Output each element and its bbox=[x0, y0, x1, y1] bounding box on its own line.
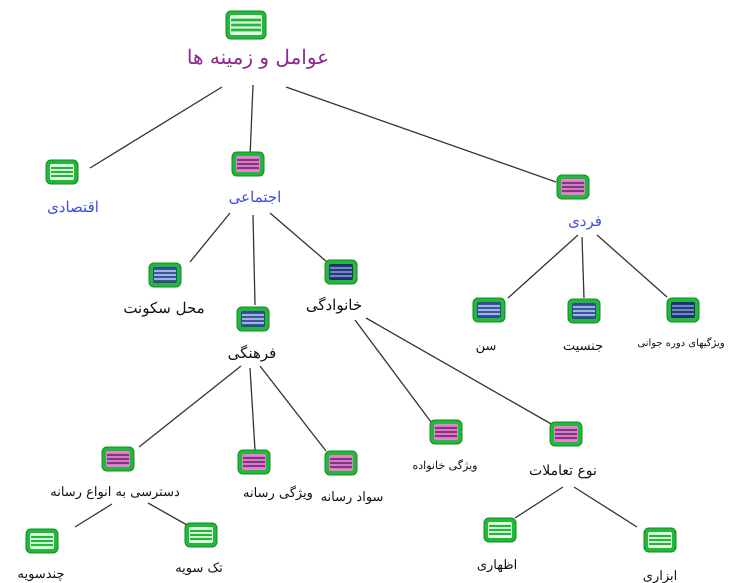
node-box-pink-icon bbox=[101, 446, 135, 472]
node-label-n-mahal: محل سکونت bbox=[123, 299, 204, 317]
edge-root-to-n-eqtesadi bbox=[89, 86, 223, 169]
node-label-root: عوامل و زمینه ها bbox=[187, 45, 329, 69]
edge-n-ejtemaei-to-n-khanevadegi bbox=[269, 212, 328, 263]
edge-n-dastrasi-to-n-chandsooye bbox=[74, 503, 113, 528]
edge-n-fardi-to-n-javani bbox=[596, 234, 668, 298]
node-label-n-ezhari: اظهاری bbox=[477, 558, 517, 573]
node-box-navy-icon bbox=[148, 262, 182, 288]
node-box-pink-icon bbox=[549, 421, 583, 447]
node-label-n-savad: سواد رسانه bbox=[321, 490, 384, 505]
edge-n-fardi-to-n-jensiat bbox=[581, 236, 585, 299]
node-box-dark-navy-icon bbox=[324, 259, 358, 285]
node-box-pink-icon bbox=[237, 449, 271, 475]
node-box-pink-icon bbox=[324, 450, 358, 476]
edge-root-to-n-ejtemaei bbox=[249, 84, 254, 158]
edge-n-farhangi-to-n-dastrasi bbox=[138, 365, 242, 448]
node-box-green-icon bbox=[643, 527, 677, 553]
node-box-dark-navy-icon bbox=[666, 297, 700, 323]
edge-n-tamolat-to-n-ezhari bbox=[514, 486, 564, 519]
node-box-pink-icon bbox=[429, 419, 463, 445]
edge-n-tamolat-to-n-abzari bbox=[573, 486, 638, 528]
node-label-n-ejtemaei: اجتماعی bbox=[229, 188, 282, 206]
node-label-n-khanevadegi: خانوادگی bbox=[306, 296, 362, 314]
node-label-n-taksooye: تک سویه bbox=[175, 561, 223, 576]
node-label-n-sen: سن bbox=[476, 339, 497, 354]
node-label-n-tamolat: نوع تعاملات bbox=[529, 463, 597, 479]
node-box-green-icon bbox=[45, 159, 79, 185]
node-label-n-jensiat: جنسیت bbox=[563, 339, 603, 354]
labels-layer: عوامل و زمینه ها اقتصادی اجتماعی فردی محل سک… bbox=[18, 45, 725, 583]
node-box-navy-icon bbox=[472, 297, 506, 323]
node-label-n-chandsooye: چندسویه bbox=[18, 567, 65, 582]
boxes-layer bbox=[25, 10, 700, 554]
node-label-n-abzari: ابزاری bbox=[643, 569, 677, 583]
node-box-green-icon bbox=[184, 522, 218, 548]
node-label-n-vijegi-khanevade: ویژگی خانواده bbox=[413, 459, 478, 472]
node-box-pink-icon bbox=[231, 151, 265, 177]
edge-n-khanevadegi-to-n-vijegi-khanevade bbox=[354, 319, 432, 423]
edge-n-farhangi-to-n-vijegi-resane bbox=[249, 367, 256, 451]
edge-n-farhangi-to-n-savad bbox=[259, 365, 327, 452]
edge-root-to-n-fardi bbox=[285, 86, 557, 183]
edge-n-ejtemaei-to-n-farhangi bbox=[252, 214, 256, 306]
node-box-pink-icon bbox=[556, 174, 590, 200]
node-label-n-javani: ویژگیهای دوره جوانی bbox=[637, 337, 725, 349]
node-label-n-dastrasi: دسترسی به انواع رسانه bbox=[50, 485, 180, 500]
edge-n-khanevadegi-to-n-tamolat bbox=[365, 317, 554, 426]
edge-n-ejtemaei-to-n-mahal bbox=[189, 212, 231, 263]
node-label-n-eqtesadi: اقتصادی bbox=[47, 198, 99, 216]
edge-n-fardi-to-n-sen bbox=[507, 234, 579, 299]
node-box-green-icon bbox=[225, 10, 267, 40]
node-box-green-icon bbox=[483, 517, 517, 543]
edge-n-dastrasi-to-n-taksooye bbox=[147, 502, 188, 526]
node-label-n-fardi: فردی bbox=[568, 212, 602, 230]
node-box-navy-icon bbox=[236, 306, 270, 332]
node-label-n-vijegi-resane: ویژگی رسانه bbox=[243, 485, 313, 501]
node-box-navy-icon bbox=[567, 298, 601, 324]
node-box-green-icon bbox=[25, 528, 59, 554]
edges-layer bbox=[74, 84, 668, 528]
node-label-n-farhangi: فرهنگی bbox=[228, 344, 277, 362]
